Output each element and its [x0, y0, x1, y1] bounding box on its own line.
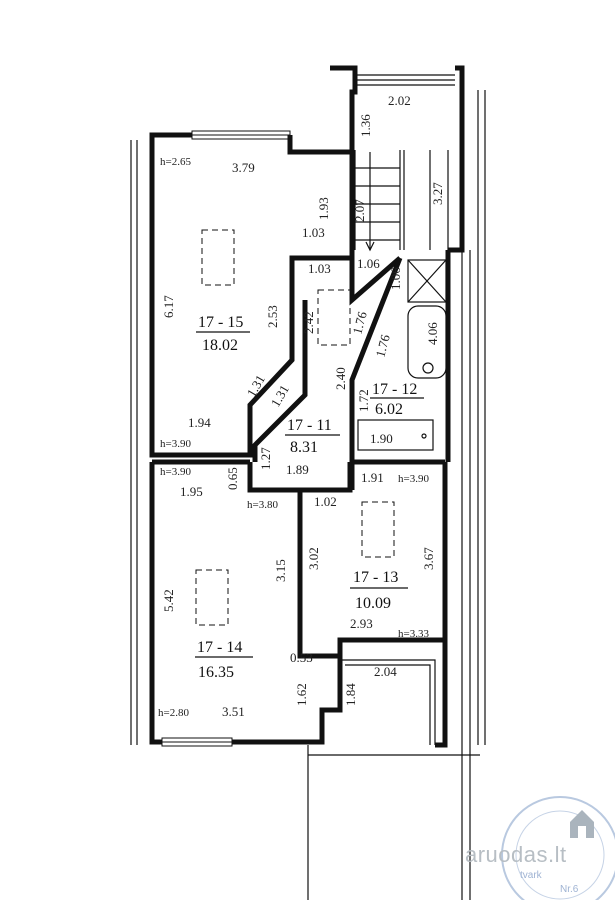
dim-label: 1.91: [361, 470, 384, 485]
dimension-labels: 1.36 2.02 3.79 1.93 1.03 2.07 3.27 1.03 …: [161, 93, 445, 719]
height-label: h=3.33: [398, 628, 429, 640]
height-label: h=3.90: [160, 466, 191, 478]
dim-label: 3.67: [421, 547, 436, 570]
dim-label: 1.06: [357, 256, 380, 271]
dim-label: 3.02: [306, 547, 321, 570]
seal-inner-ring: [515, 810, 605, 900]
bathroom-fixtures: [357, 259, 447, 451]
staircase: [354, 150, 449, 252]
room-labels: 17 - 15 18.02 17 - 11 8.31 17 - 12 6.02 …: [195, 314, 424, 681]
dim-label: 1.93: [316, 197, 331, 220]
seal-text: Nr.6: [560, 884, 579, 895]
dim-label: 1.72: [356, 389, 371, 412]
room-id: 17 - 12: [372, 381, 417, 398]
dim-label: 3.51: [222, 704, 245, 719]
room-area: 16.35: [198, 664, 234, 681]
dim-label: 3.79: [232, 160, 255, 175]
dim-label: 2.42: [301, 311, 316, 334]
height-label: h=2.80: [158, 707, 189, 719]
dim-label: 1.03: [302, 225, 325, 240]
dim-label: 2.93: [350, 616, 373, 631]
dim-label: 1.95: [180, 484, 203, 499]
dim-label: 1.84: [343, 683, 358, 706]
dim-label: 5.42: [161, 589, 176, 612]
dim-label: 3.15: [273, 559, 288, 582]
height-label: h=3.90: [398, 473, 429, 485]
dim-label: 0.53: [290, 650, 313, 665]
dim-label: 2.07: [352, 199, 367, 222]
dim-label: 1.31: [268, 382, 292, 409]
ceiling-markers: [195, 229, 395, 626]
dim-label: 2.04: [374, 664, 397, 679]
seal-text: tvark: [520, 870, 543, 881]
watermark-text: aruodas.lt: [465, 842, 567, 867]
room-area: 18.02: [202, 337, 238, 354]
dim-label: 3.27: [430, 182, 445, 205]
height-labels: h=2.65 h=3.90 h=3.90 h=3.80 h=3.90 h=3.3…: [158, 156, 429, 719]
dim-label: 1.89: [286, 462, 309, 477]
height-label: h=3.90: [160, 438, 191, 450]
dim-label: 2.53: [265, 305, 280, 328]
dim-label: 1.76: [372, 332, 393, 358]
watermark: tvark Nr.6 aruodas.lt: [465, 796, 615, 900]
house-icon: [570, 810, 594, 838]
dim-label: 2.40: [333, 367, 348, 390]
dim-label: 1.03: [308, 261, 331, 276]
dim-label: 1.31: [244, 372, 268, 399]
room-id: 17 - 15: [198, 314, 243, 331]
outer-walls: [149, 65, 486, 900]
dim-label: 1.02: [314, 494, 337, 509]
dim-label: 1.27: [258, 447, 273, 470]
dim-label: 2.02: [388, 93, 411, 108]
height-label: h=3.80: [247, 499, 278, 511]
seal-stamp: [501, 796, 615, 900]
dim-label: 4.06: [425, 322, 440, 345]
height-label: h=2.65: [160, 156, 191, 168]
left-exterior-walls: [130, 140, 138, 745]
room-id: 17 - 14: [197, 639, 242, 656]
dim-label: 0.65: [225, 467, 240, 490]
windows: [161, 130, 291, 747]
room-area: 10.09: [355, 595, 391, 612]
dim-label: 6.17: [161, 295, 176, 318]
dim-label: 1.62: [294, 683, 309, 706]
dim-label: 1.76: [349, 309, 370, 335]
room-id: 17 - 11: [287, 417, 332, 434]
room-area: 6.02: [375, 401, 403, 418]
room-id: 17 - 13: [353, 569, 398, 586]
room-area: 8.31: [290, 439, 318, 456]
dim-label: 1.06: [388, 267, 403, 290]
dim-label: 1.90: [370, 431, 393, 446]
dim-label: 1.36: [358, 114, 373, 137]
dim-label: 1.94: [188, 415, 211, 430]
